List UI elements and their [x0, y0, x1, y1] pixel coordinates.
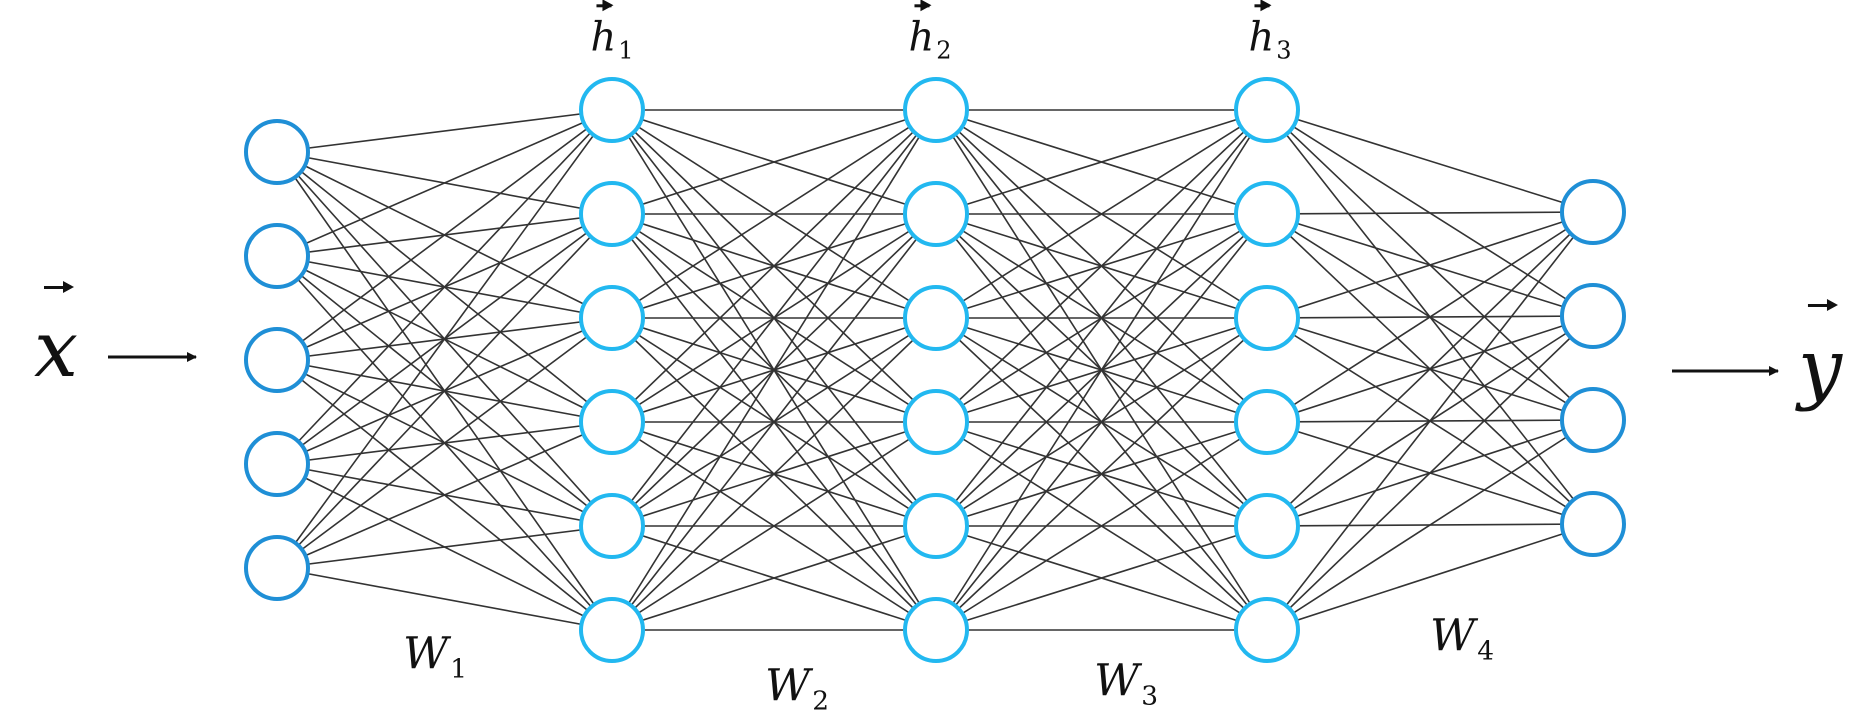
connection-line: [935, 317, 1268, 631]
connection-line: [276, 567, 613, 631]
connection-line: [1266, 211, 1594, 423]
hidden-layer-2-node-1: [579, 77, 645, 143]
hidden-layer-4-node-1: [1234, 77, 1300, 143]
connection-line: [276, 421, 613, 569]
hidden-layer-label-2: h2: [908, 4, 952, 65]
hidden-layer-4-node-4: [1234, 389, 1300, 455]
output-vector-label: y: [1797, 304, 1843, 413]
output-layer-5-node-1: [1560, 179, 1626, 245]
connection-lines: [276, 109, 1594, 631]
hidden-layer-4-node-5: [1234, 493, 1300, 559]
connection-line: [935, 109, 1268, 631]
connection-line: [276, 213, 613, 569]
connection-line: [1266, 211, 1594, 527]
weight-label-3: W3: [1093, 655, 1159, 712]
connection-line: [276, 317, 613, 569]
connection-line: [1266, 523, 1594, 631]
weight-label-2: W2: [764, 660, 830, 717]
connection-line: [276, 109, 613, 569]
input-layer-1-node-1: [244, 119, 310, 185]
connection-line: [1266, 211, 1594, 631]
connection-line: [935, 525, 1268, 631]
input-layer-1-node-2: [244, 223, 310, 289]
connection-line: [611, 109, 937, 215]
connection-line: [935, 109, 1268, 319]
hidden-layer-4-node-3: [1234, 285, 1300, 351]
hidden-layer-2-node-2: [579, 181, 645, 247]
connection-line: [611, 109, 937, 527]
hidden-layer-label-1: h1: [590, 4, 634, 65]
connection-line: [611, 109, 937, 631]
connection-line: [1266, 211, 1594, 215]
hidden-layer-4-node-2: [1234, 181, 1300, 247]
connection-line: [1266, 211, 1594, 319]
hidden-layer-3-node-1: [903, 77, 969, 143]
output-layer-5-node-4: [1560, 491, 1626, 557]
neuron-nodes: [244, 77, 1626, 663]
connection-line: [611, 213, 937, 631]
connection-line: [1266, 109, 1594, 213]
hidden-layer-3-node-6: [903, 597, 969, 663]
connection-line: [935, 213, 1268, 631]
connection-line: [611, 525, 937, 631]
connection-line: [1266, 315, 1594, 631]
input-layer-1-node-4: [244, 431, 310, 497]
connection-line: [276, 109, 613, 465]
connection-line: [611, 109, 937, 423]
output-layer-5-node-3: [1560, 387, 1626, 453]
hidden-layer-2-node-5: [579, 493, 645, 559]
connection-line: [611, 109, 937, 319]
output-layer-5-node-2: [1560, 283, 1626, 349]
hidden-layer-2-node-3: [579, 285, 645, 351]
connection-line: [935, 109, 1268, 215]
hidden-layer-3-node-4: [903, 389, 969, 455]
connection-line: [611, 317, 937, 631]
connection-line: [276, 109, 613, 361]
hidden-layer-3-node-2: [903, 181, 969, 247]
connection-line: [276, 109, 613, 153]
connection-line: [935, 109, 1268, 423]
input-layer-1-node-3: [244, 327, 310, 393]
hidden-layer-2-node-6: [579, 597, 645, 663]
connection-line: [935, 109, 1268, 527]
weight-label-4: W4: [1429, 610, 1495, 667]
hidden-layer-2-node-4: [579, 389, 645, 455]
hidden-layer-4-node-6: [1234, 597, 1300, 663]
hidden-layer-3-node-5: [903, 493, 969, 559]
connection-line: [611, 421, 937, 631]
connection-line: [935, 421, 1268, 631]
input-vector-label: x: [34, 286, 78, 395]
connection-line: [1266, 419, 1594, 631]
input-layer-1-node-5: [244, 535, 310, 601]
connection-line: [276, 109, 613, 257]
hidden-layer-3-node-3: [903, 285, 969, 351]
connection-line: [276, 525, 613, 569]
hidden-layer-label-3: h3: [1248, 4, 1292, 65]
weight-label-1: W1: [402, 628, 468, 685]
